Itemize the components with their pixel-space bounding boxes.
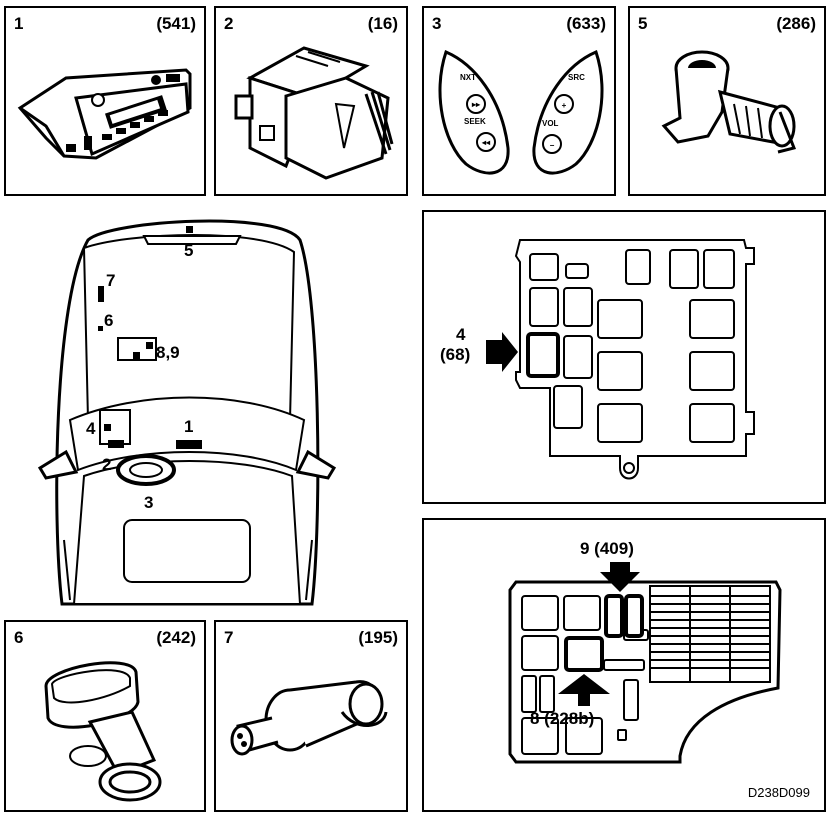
fuse-4-reference: (68) [440, 345, 471, 364]
component-panel-2: 2 (16) [214, 6, 408, 196]
fuse-4-label: 4 [456, 325, 466, 344]
temperature-sensor-illustration [44, 661, 162, 802]
panel-number: 1 [14, 14, 24, 33]
vehicle-label-6: 6 [104, 311, 114, 330]
panel-reference: (286) [776, 14, 816, 33]
panel-number: 5 [638, 14, 648, 33]
svg-text:◂◂: ◂◂ [481, 138, 491, 147]
panel-reference: (16) [367, 14, 398, 33]
src-button-label: SRC [568, 73, 585, 82]
audio-unit-illustration [17, 68, 192, 160]
fuse-box-1-illustration [486, 239, 755, 480]
panel-number: 2 [224, 14, 234, 33]
vehicle-label-8-9: 8,9 [156, 343, 180, 362]
fuse-9-label: 9 (409) [580, 539, 634, 558]
component-panel-5: 5 (286) [628, 6, 826, 196]
steering-wheel-controls-illustration: ▸▸ ◂◂ + − NXT SEEK SRC VOL [438, 49, 604, 175]
fuse-box-2-illustration [508, 562, 782, 764]
panel-number: 7 [224, 628, 234, 647]
panel-number: 3 [432, 14, 442, 33]
svg-text:−: − [550, 141, 555, 150]
panel-reference: (242) [156, 628, 196, 647]
seek-button-label: SEEK [464, 117, 486, 126]
sensor-illustration [661, 50, 797, 154]
vehicle-label-1: 1 [184, 417, 194, 436]
vehicle-label-2: 2 [102, 455, 112, 474]
vehicle-label-4: 4 [86, 419, 96, 438]
panel-number: 6 [14, 628, 24, 647]
panel-reference: (195) [358, 628, 398, 647]
fuse-box-panel-1: 4 (68) [422, 210, 826, 504]
panel-reference: (633) [566, 14, 606, 33]
component-panel-3: 3 (633) ▸▸ ◂◂ + − NXT SEEK SRC VOL [422, 6, 616, 196]
svg-text:▸▸: ▸▸ [471, 100, 481, 109]
vehicle-label-3: 3 [144, 493, 154, 512]
vol-button-label: VOL [542, 119, 559, 128]
component-panel-1: 1 (541) [4, 6, 206, 196]
vehicle-label-7: 7 [106, 271, 116, 290]
vehicle-label-5: 5 [184, 241, 194, 260]
fuse-box-panel-2: 9 (409) 8 (228b) D238D099 [422, 518, 826, 812]
nxt-button-label: NXT [460, 73, 476, 82]
component-panel-6: 6 (242) [4, 620, 206, 812]
pressure-switch-illustration [230, 680, 388, 756]
panel-reference: (541) [156, 14, 196, 33]
component-panel-7: 7 (195) [214, 620, 408, 812]
fuse-8-label: 8 (228b) [530, 709, 595, 728]
switch-module-illustration [234, 46, 394, 180]
svg-text:+: + [562, 101, 567, 110]
figure-code: D238D099 [747, 785, 810, 800]
